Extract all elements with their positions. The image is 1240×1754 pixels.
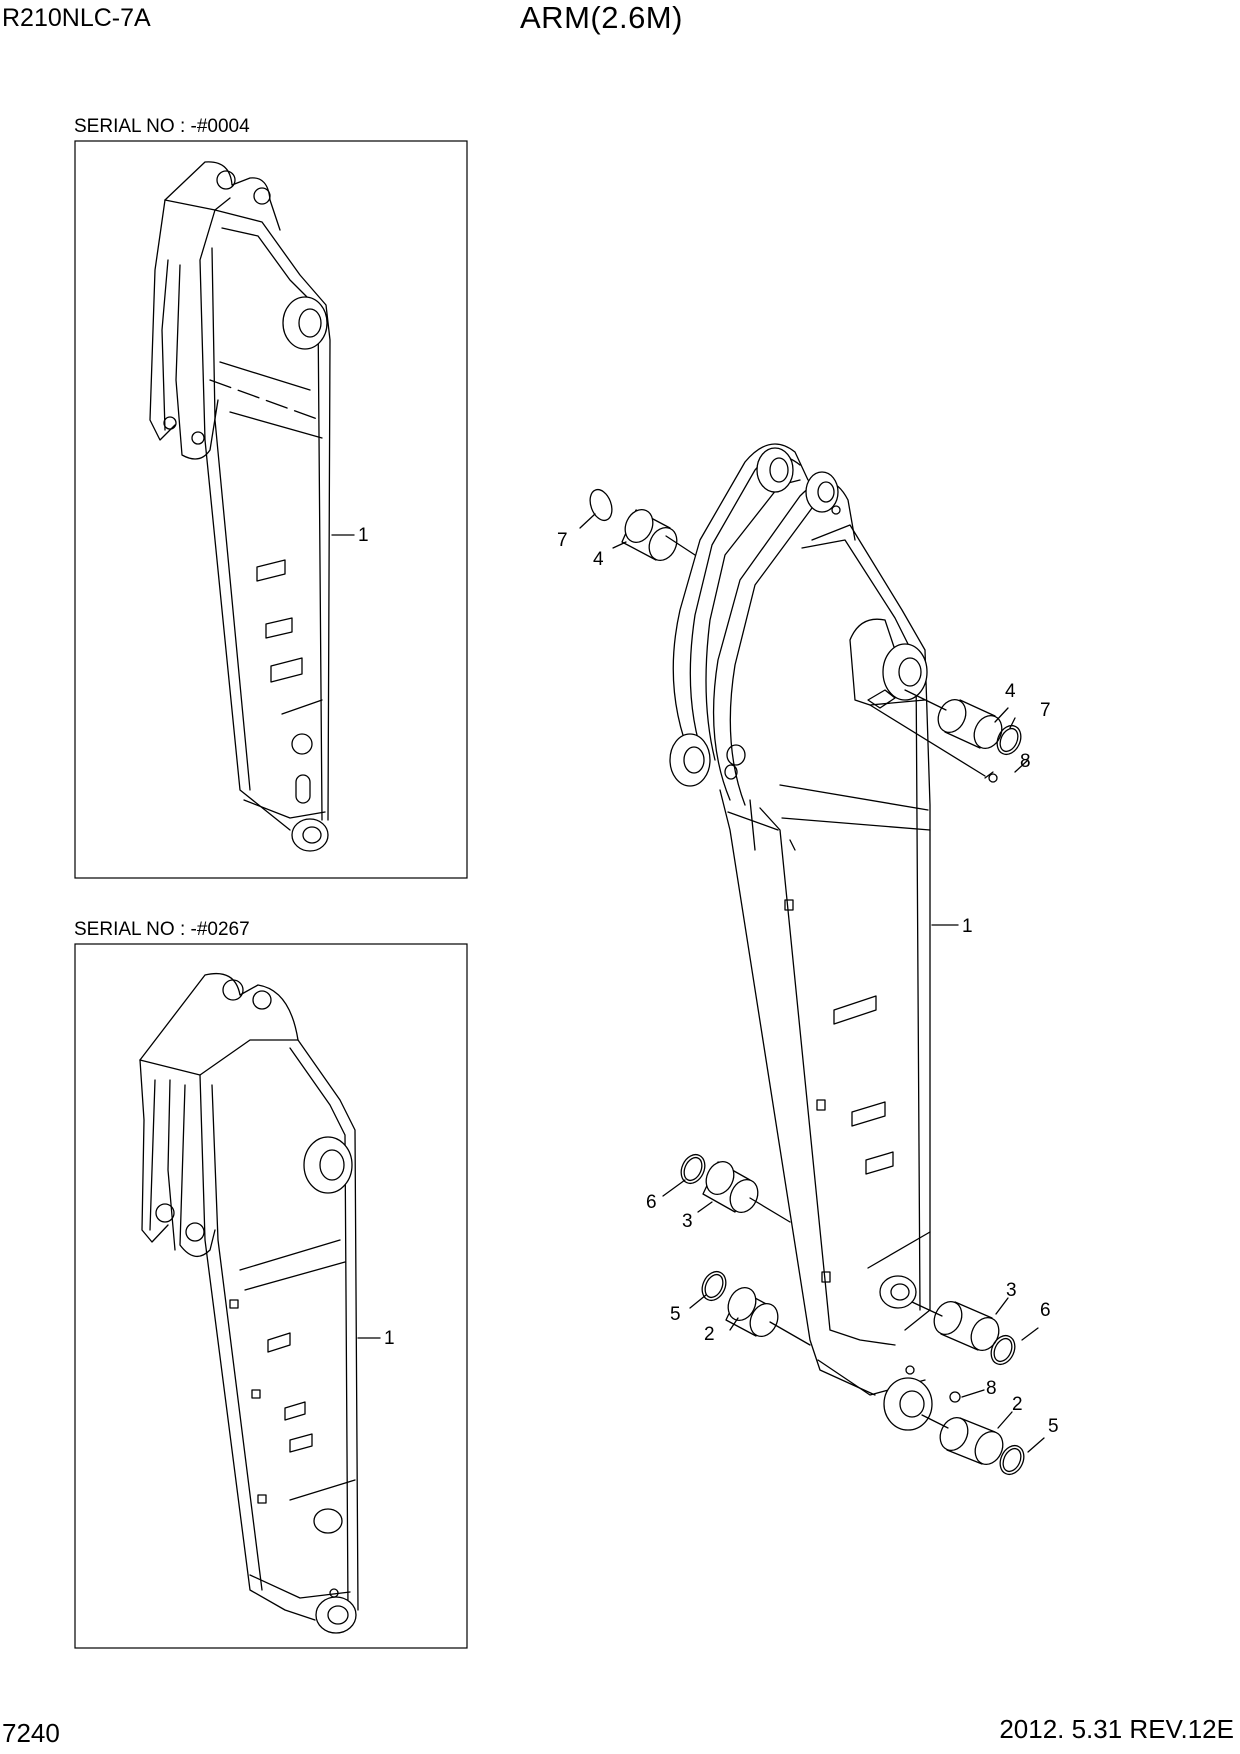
callout-label: 3 (1006, 1280, 1017, 1301)
model-name: R210NLC-7A (2, 4, 151, 32)
callout-label: 8 (986, 1378, 997, 1399)
bushing-part (589, 488, 678, 562)
bushing-part (937, 698, 1022, 783)
callout-label: 6 (1040, 1300, 1051, 1321)
leader-lines (579, 513, 1045, 1453)
callout-label: 1 (962, 916, 973, 937)
callout-label: 8 (1020, 751, 1031, 772)
callout-label: 2 (704, 1324, 715, 1345)
panel-frame-bottom (74, 943, 468, 1649)
callout-label: 6 (646, 1192, 657, 1213)
arm-drawing-main (669, 443, 961, 1431)
callout-label: 4 (593, 549, 604, 570)
bushing-part (939, 1416, 1025, 1476)
callout-label: 7 (557, 530, 568, 551)
callout-label: 1 (384, 1328, 395, 1349)
bushing-part (701, 1270, 779, 1338)
callout-label: 4 (1005, 681, 1016, 702)
panel-frame-top (74, 140, 468, 879)
bushing-part (680, 1153, 759, 1214)
callout-label: 5 (670, 1304, 681, 1325)
arm-drawing-early (149, 161, 331, 852)
bushing-part (933, 1300, 1016, 1366)
callout-label: 7 (1040, 700, 1051, 721)
callout-label: 1 (358, 525, 369, 546)
page-title: ARM(2.6M) (520, 0, 683, 35)
callout-label: 5 (1048, 1416, 1059, 1437)
page-number: 7240 (2, 1718, 60, 1748)
arm-drawing-later (139, 972, 359, 1634)
callout-label: 3 (682, 1211, 693, 1232)
serial-label-bottom: SERIAL NO : -#0267 (74, 919, 250, 940)
revision-date: 2012. 5.31 REV.12E (999, 1714, 1234, 1744)
serial-label-top: SERIAL NO : -#0004 (74, 116, 250, 137)
callout-label: 2 (1012, 1394, 1023, 1415)
